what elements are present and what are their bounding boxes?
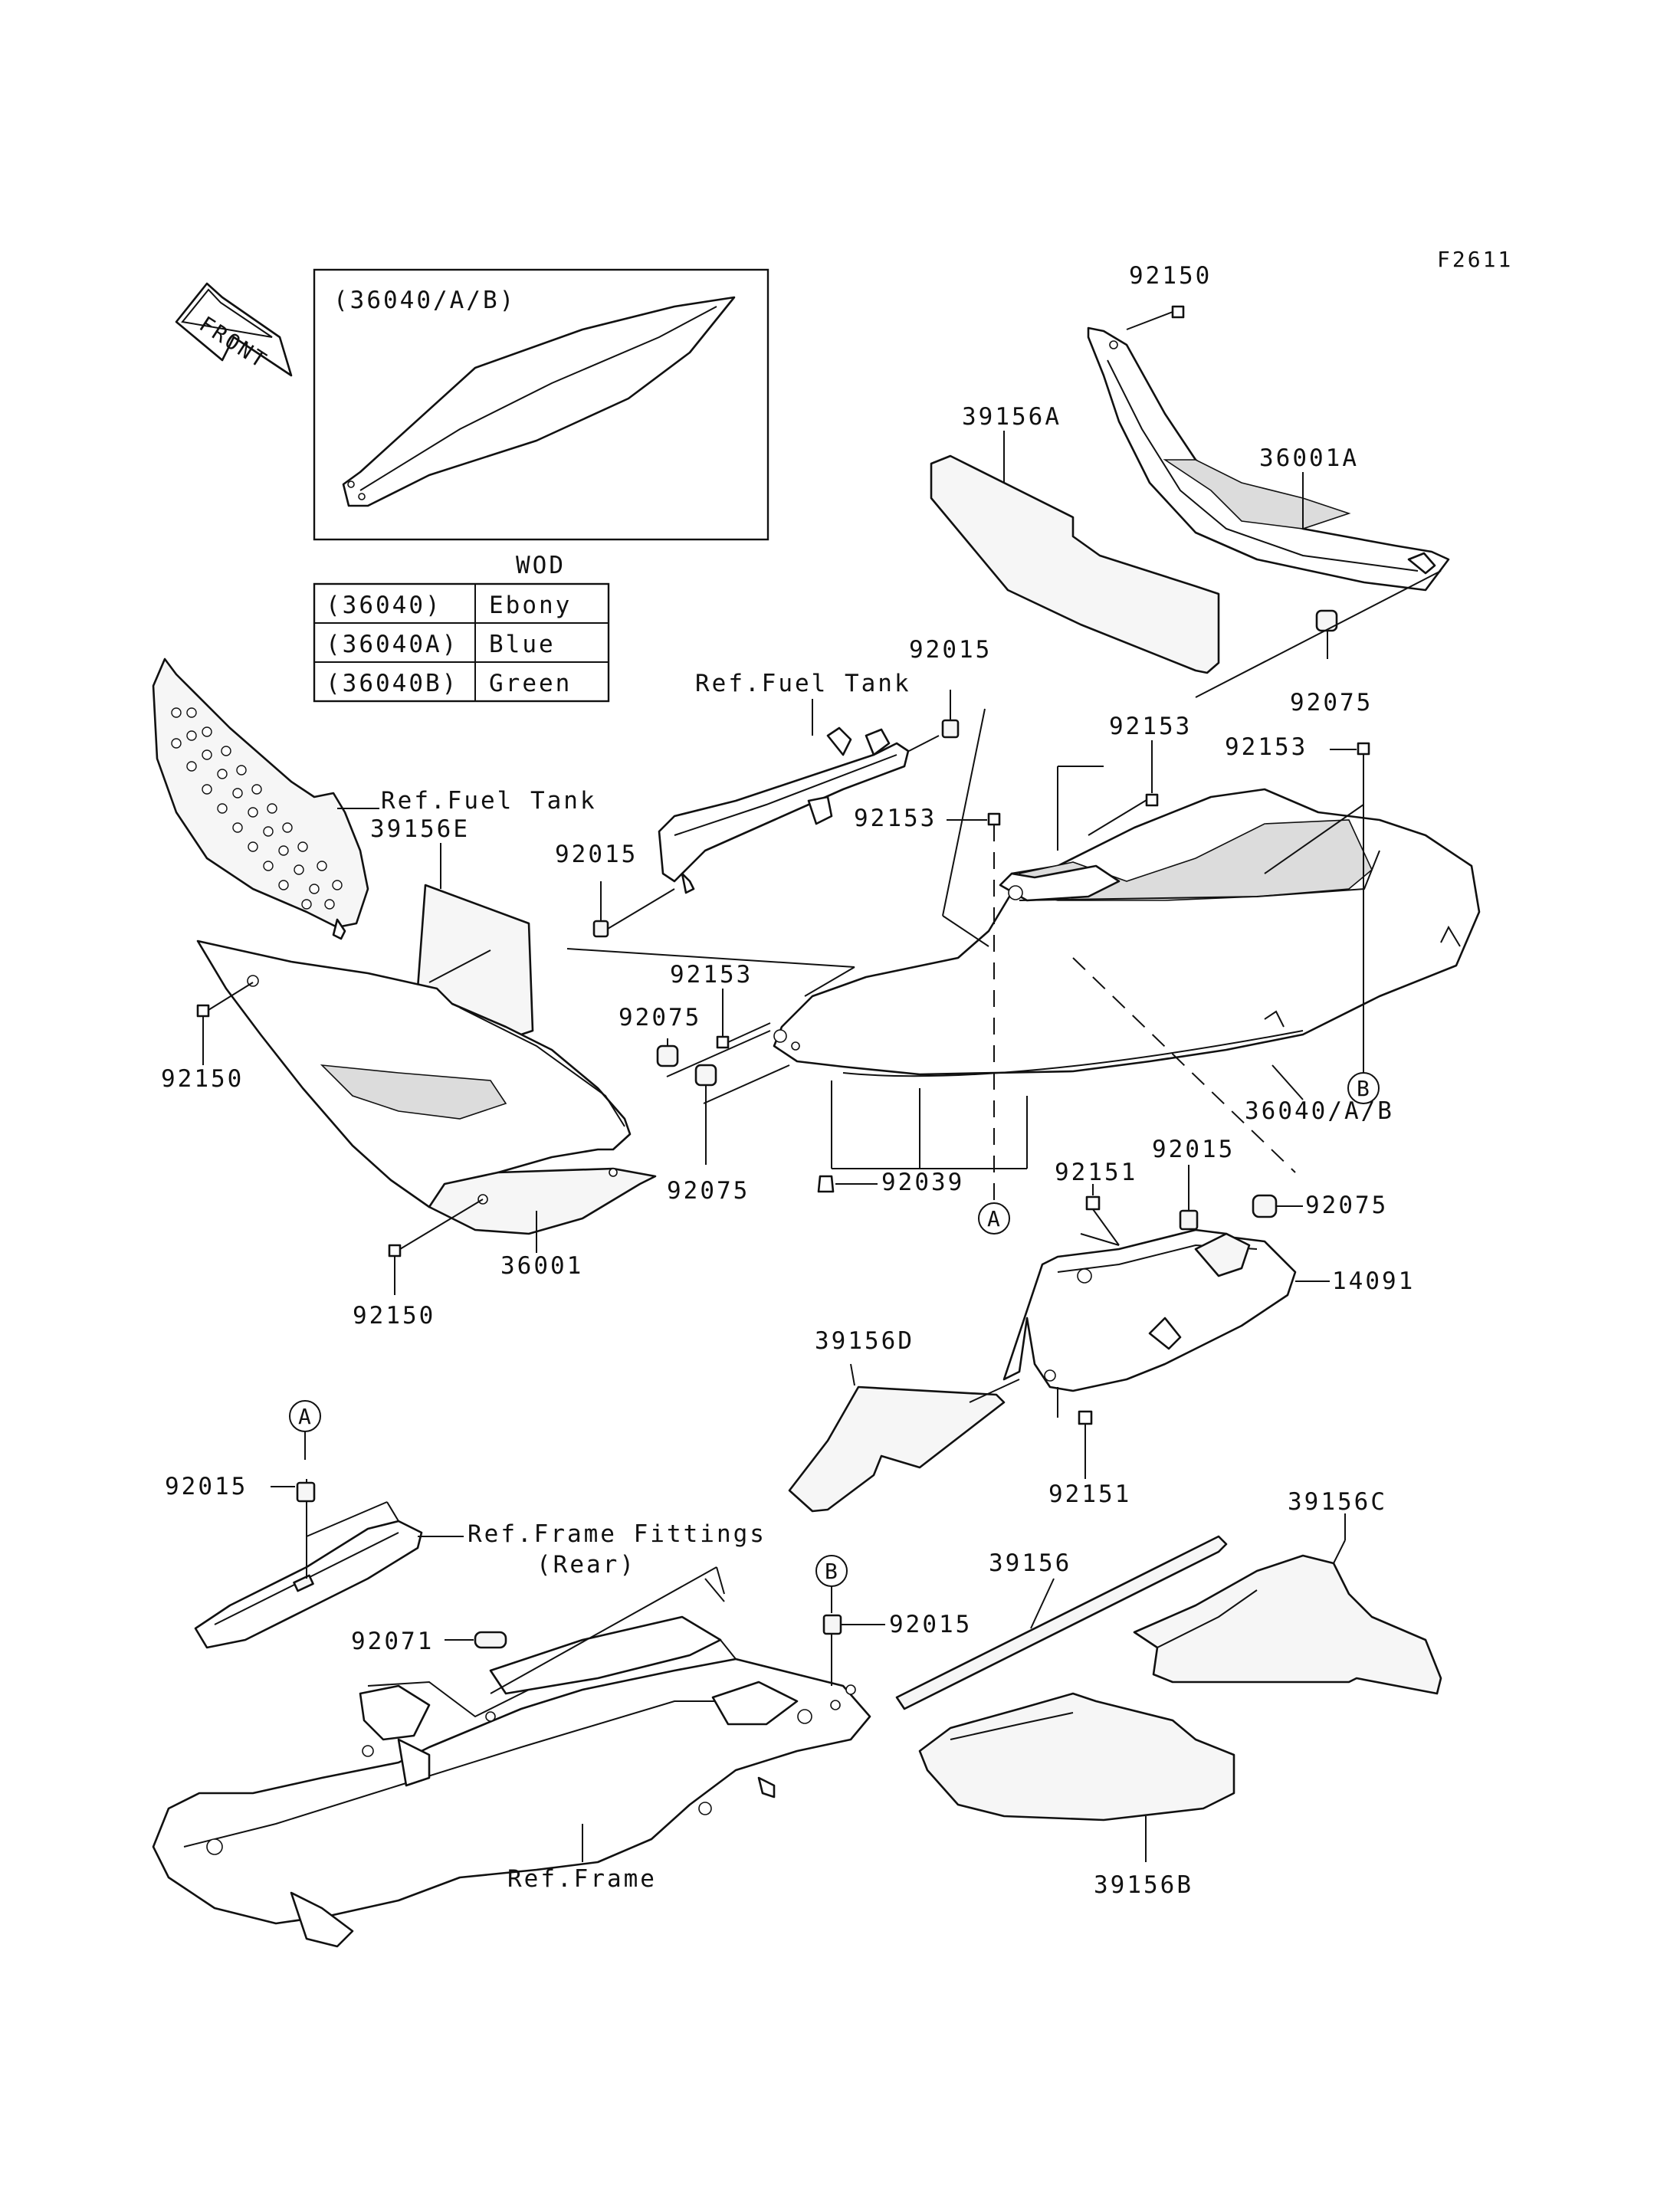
callout-A-bottom: A <box>289 1400 321 1460</box>
part-label: 92150 <box>161 1065 244 1093</box>
part-label: 92015 <box>165 1473 248 1500</box>
front-arrow-icon: FRONT <box>175 282 293 377</box>
wod-row-code: (36040A) <box>326 631 458 658</box>
part-label: Ref.Fuel Tank <box>695 670 911 697</box>
screw-92150-top <box>1126 305 1185 330</box>
screw-92153-far-right <box>1264 742 1370 1073</box>
part-label: 39156C <box>1288 1488 1387 1516</box>
callout-B-top: B <box>1347 1072 1380 1104</box>
wod-row-color: Green <box>489 670 572 697</box>
part-39156D <box>788 1363 1020 1513</box>
screw-92150-left <box>196 982 254 1065</box>
part-36001 <box>196 939 657 1235</box>
wod-row-color: Blue <box>489 631 556 658</box>
part-label: Ref.Fuel Tank <box>381 787 597 815</box>
part-14091 <box>1002 1228 1330 1392</box>
part-label: 92015 <box>555 841 638 868</box>
grommet-92075-mid <box>694 1064 717 1165</box>
plug-92071 <box>445 1631 507 1649</box>
callout-B-bottom: B <box>815 1555 848 1613</box>
part-label: 92015 <box>909 636 992 664</box>
grommet-92075-left <box>656 1038 679 1067</box>
bushing-92015-right <box>1179 1165 1199 1231</box>
callout-A-label: A <box>987 1206 1002 1231</box>
part-label: 39156B <box>1094 1871 1193 1899</box>
callout-A-label: A <box>298 1404 313 1429</box>
part-label: 92015 <box>889 1611 972 1638</box>
inset-box-label: (36040/A/B) <box>333 287 516 314</box>
part-label: 92015 <box>1152 1136 1235 1163</box>
part-label: 36001 <box>500 1252 583 1280</box>
callout-A-top: A <box>978 1202 1010 1235</box>
figure-code: F2611 <box>1437 247 1513 272</box>
bushing-92015-A <box>271 1481 316 1503</box>
screw-92153-center <box>987 812 1001 1203</box>
part-39156A <box>930 454 1220 674</box>
part-label: 92153 <box>854 805 937 832</box>
part-label: 92151 <box>1055 1159 1137 1186</box>
part-labels: 92150 36001A 39156A 92075 92015 Ref.Fuel… <box>161 262 1415 1899</box>
fuel-tank-pad <box>152 657 379 940</box>
rear-frame <box>152 1566 871 1948</box>
wod-title: WOD <box>516 552 566 579</box>
part-label: 39156A <box>962 403 1061 431</box>
part-label: 39156D <box>815 1327 914 1355</box>
wod-row-code: (36040) <box>326 592 442 619</box>
part-label: 92153 <box>1225 733 1308 761</box>
bushing-92015-top <box>941 690 989 947</box>
part-label: 92151 <box>1048 1481 1131 1508</box>
bushing-92015-B <box>822 1614 885 1686</box>
callout-B-label: B <box>1357 1076 1372 1101</box>
fuel-tank-bracket <box>658 726 940 894</box>
part-label: (Rear) <box>536 1551 636 1579</box>
grommet-92075-top <box>1195 570 1442 698</box>
inset-box: (36040/A/B) <box>313 268 769 541</box>
part-label: 92075 <box>667 1177 750 1205</box>
part-label: 36040/A/B <box>1245 1097 1394 1125</box>
part-label: 92071 <box>351 1628 434 1655</box>
screw-92153-right <box>1057 766 1159 851</box>
part-label: 92075 <box>1305 1192 1388 1219</box>
part-label: 92153 <box>670 961 753 989</box>
part-label: 36001A <box>1259 444 1359 472</box>
wod-row-code: (36040B) <box>326 670 458 697</box>
screw-92150-bottom <box>388 1199 484 1295</box>
part-label: 92075 <box>619 1004 701 1031</box>
part-label: Ref.Frame <box>507 1865 657 1893</box>
part-39156 <box>895 1535 1228 1710</box>
part-label: 39156E <box>370 815 470 843</box>
screw-92153-lower <box>716 1022 771 1049</box>
frame-fittings-rear <box>194 1479 464 1649</box>
part-label: Ref.Frame Fittings <box>468 1520 766 1548</box>
part-36040AB <box>773 788 1481 1077</box>
callout-B-label: B <box>825 1559 840 1584</box>
wod-row-color: Ebony <box>489 592 572 619</box>
part-label: 92039 <box>881 1169 964 1196</box>
grommet-92075-right <box>1252 1194 1303 1218</box>
part-39156C <box>1133 1513 1442 1695</box>
part-label: 92150 <box>1129 262 1212 290</box>
screw-92151-bottom <box>1057 1387 1093 1479</box>
wod-table: WOD (36040) Ebony (36040A) Blue (36040B)… <box>313 552 610 703</box>
part-label: 92150 <box>353 1302 435 1330</box>
part-label: 14091 <box>1332 1267 1415 1295</box>
part-label: 39156 <box>989 1549 1071 1577</box>
bushing-92015-mid <box>566 881 855 997</box>
part-label: 92075 <box>1290 689 1373 716</box>
part-39156B <box>918 1692 1235 1862</box>
part-label: 92153 <box>1109 713 1192 740</box>
screw-92151-top <box>1080 1184 1120 1246</box>
